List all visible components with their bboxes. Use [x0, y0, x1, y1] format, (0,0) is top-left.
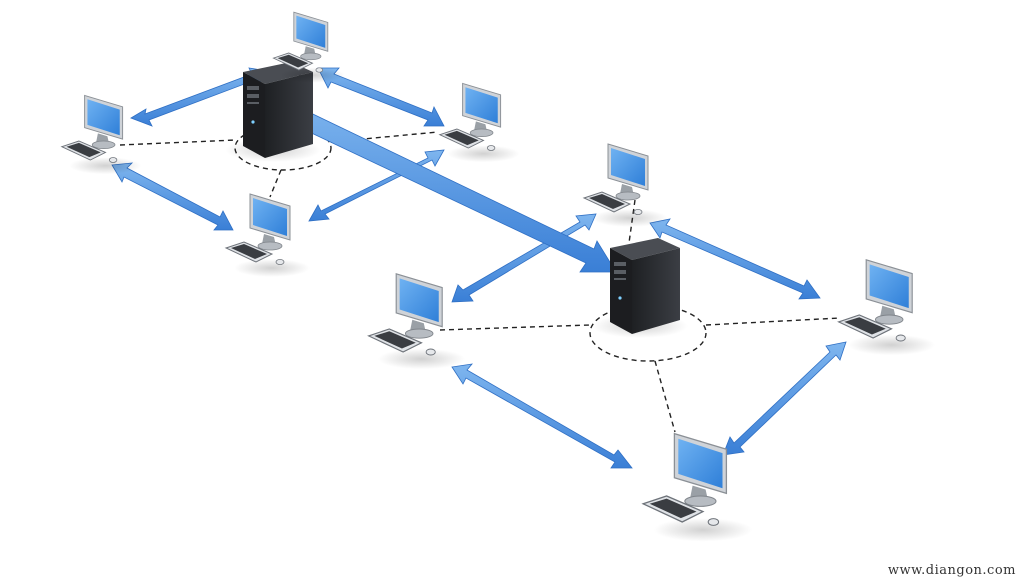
server-left-ring	[234, 125, 332, 171]
arrow-pc6-pc8	[451, 363, 633, 469]
pc-5	[583, 143, 669, 228]
arrow-backbone	[275, 94, 617, 273]
pc-1	[61, 94, 143, 175]
pc-2	[272, 11, 346, 84]
arrow-pc7-pc8	[722, 341, 847, 456]
pc-7	[838, 259, 936, 356]
arrow-pc5-pc7	[649, 218, 821, 300]
watermark-text: www.diangon.com	[887, 563, 1016, 578]
pc-3	[439, 82, 521, 163]
arrow-pc1-pc4	[111, 162, 234, 231]
server-right	[592, 238, 688, 338]
pc-4	[225, 193, 311, 278]
pc-6	[368, 273, 466, 370]
